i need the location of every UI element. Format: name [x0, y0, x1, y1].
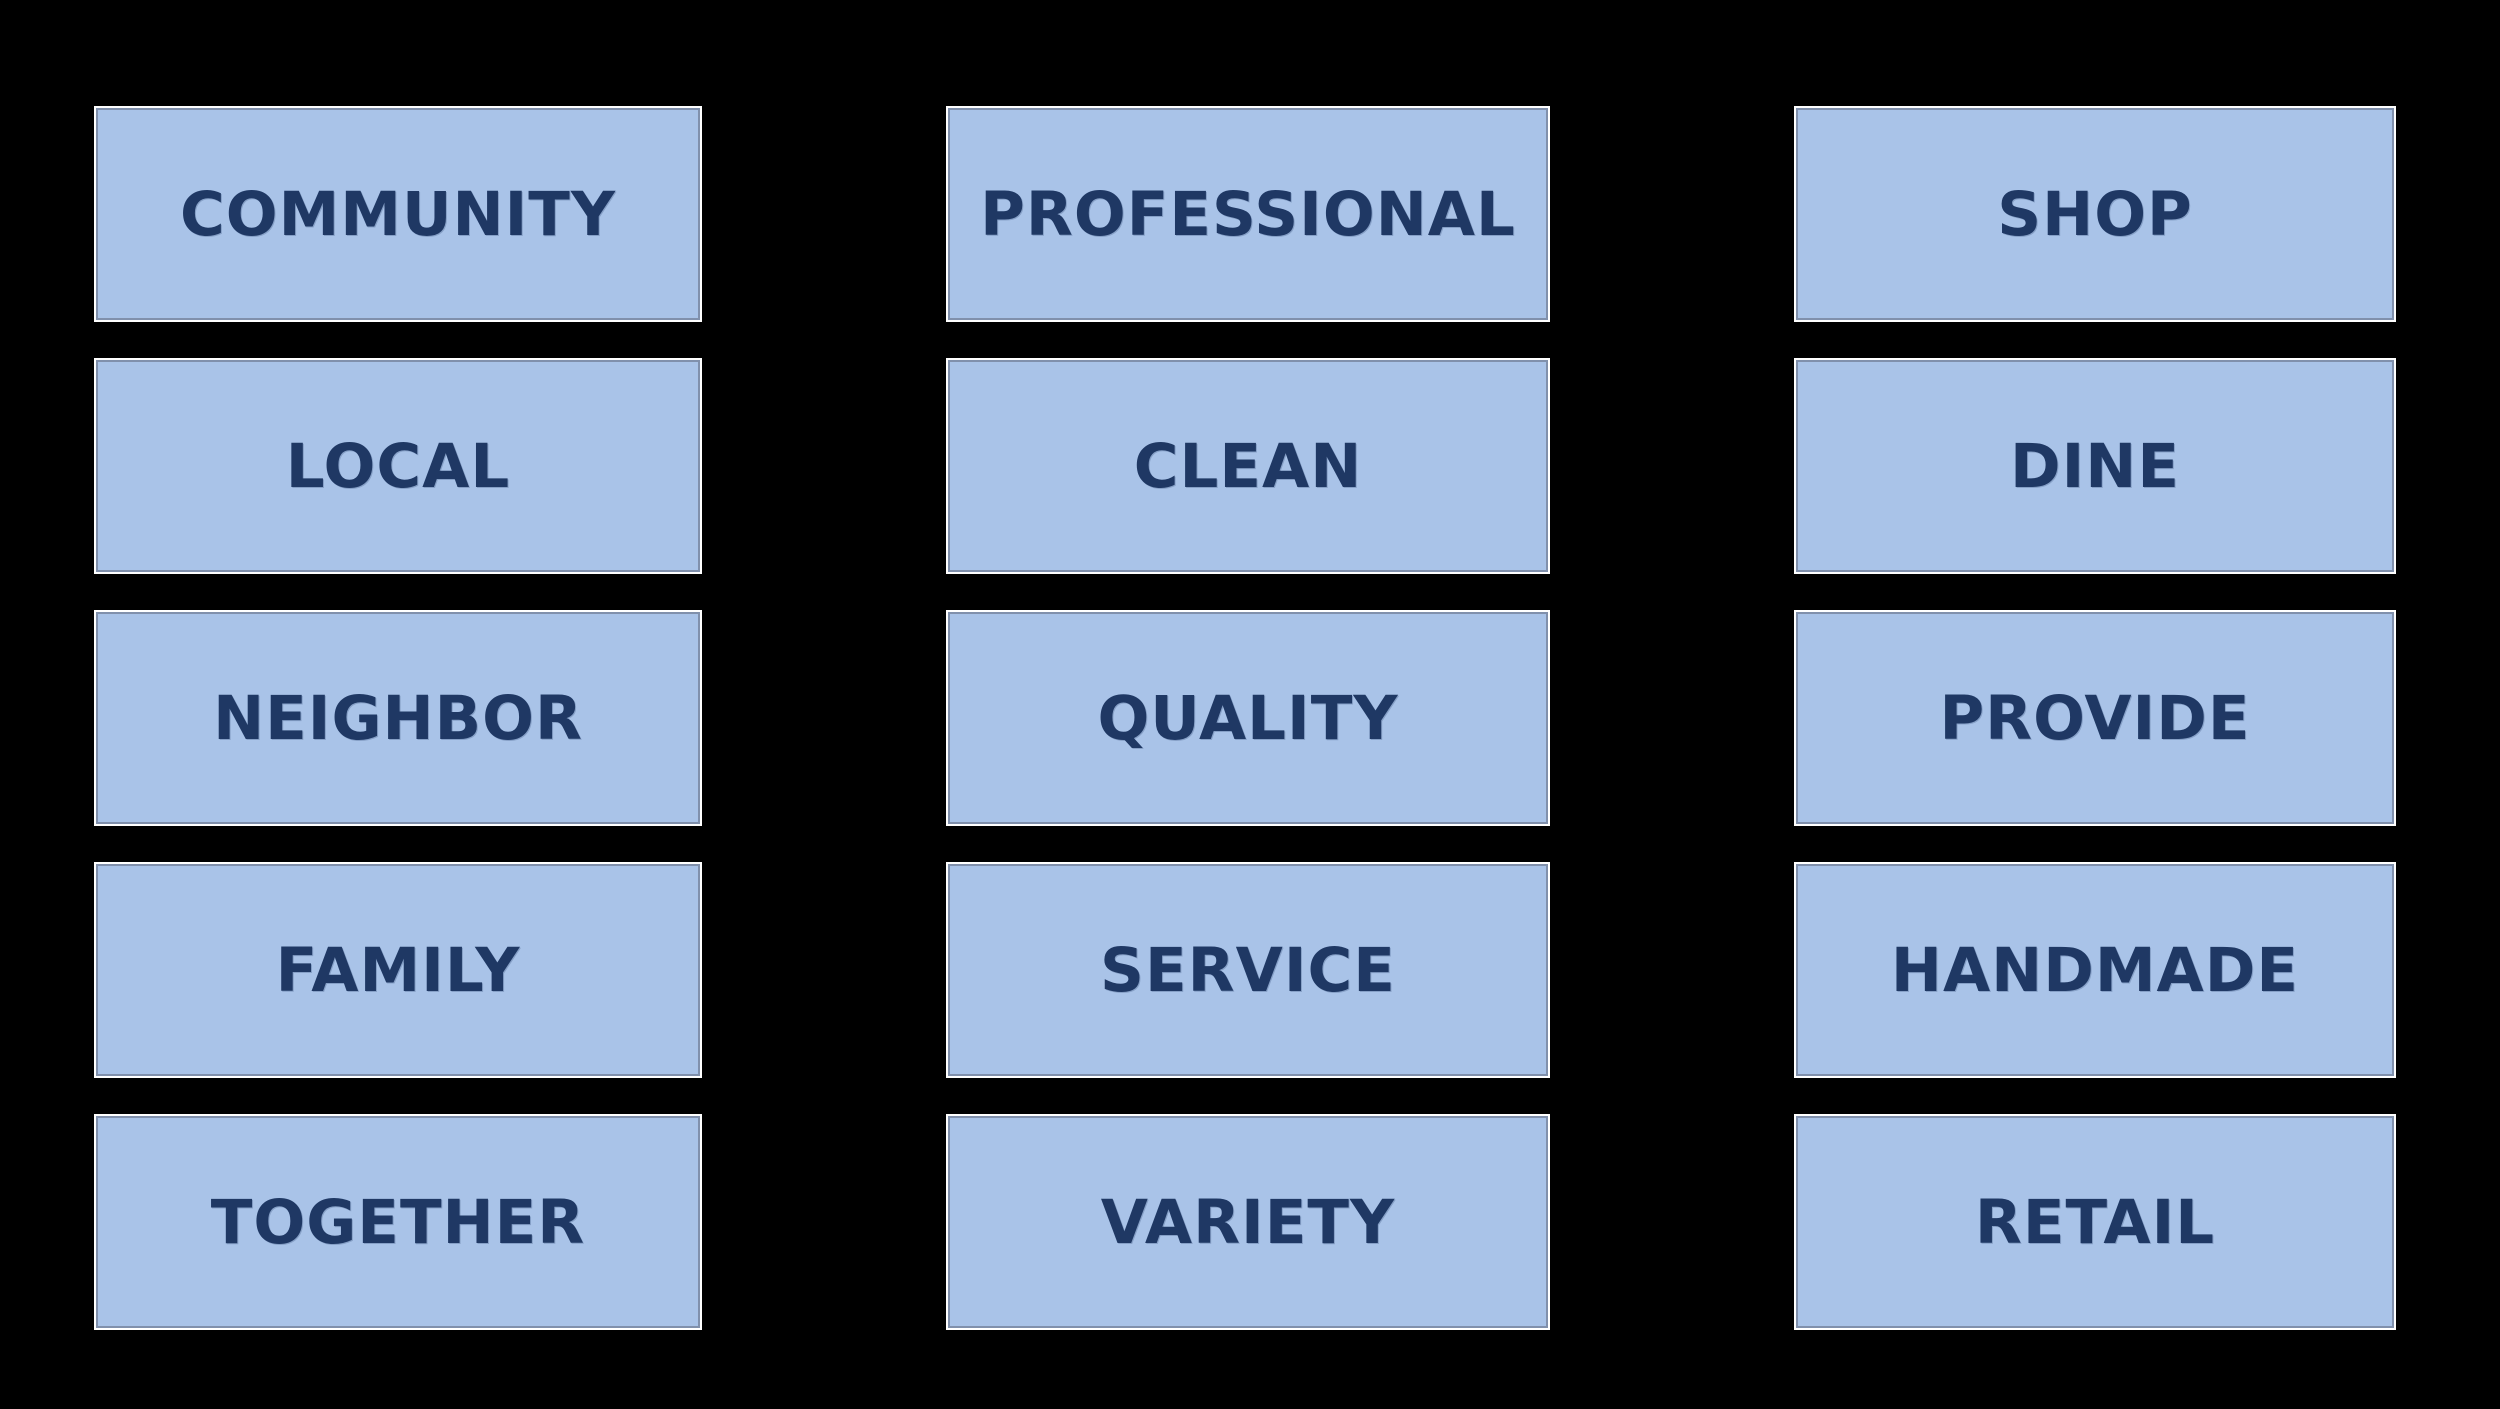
- word-card-local: LOCAL: [94, 358, 702, 574]
- word-card-service: SERVICE: [946, 862, 1550, 1078]
- word-card-dine: DINE: [1794, 358, 2396, 574]
- word-card-clean: CLEAN: [946, 358, 1550, 574]
- word-grid: COMMUNITY PROFESSIONAL SHOP LOCAL CLEAN …: [94, 106, 2396, 1330]
- word-card-together: TOGETHER: [94, 1114, 702, 1330]
- word-card-provide: PROVIDE: [1794, 610, 2396, 826]
- word-card-neighbor: NEIGHBOR: [94, 610, 702, 826]
- word-card-retail: RETAIL: [1794, 1114, 2396, 1330]
- word-card-variety: VARIETY: [946, 1114, 1550, 1330]
- word-card-family: FAMILY: [94, 862, 702, 1078]
- word-card-handmade: HANDMADE: [1794, 862, 2396, 1078]
- word-card-shop: SHOP: [1794, 106, 2396, 322]
- word-card-quality: QUALITY: [946, 610, 1550, 826]
- word-card-community: COMMUNITY: [94, 106, 702, 322]
- word-card-professional: PROFESSIONAL: [946, 106, 1550, 322]
